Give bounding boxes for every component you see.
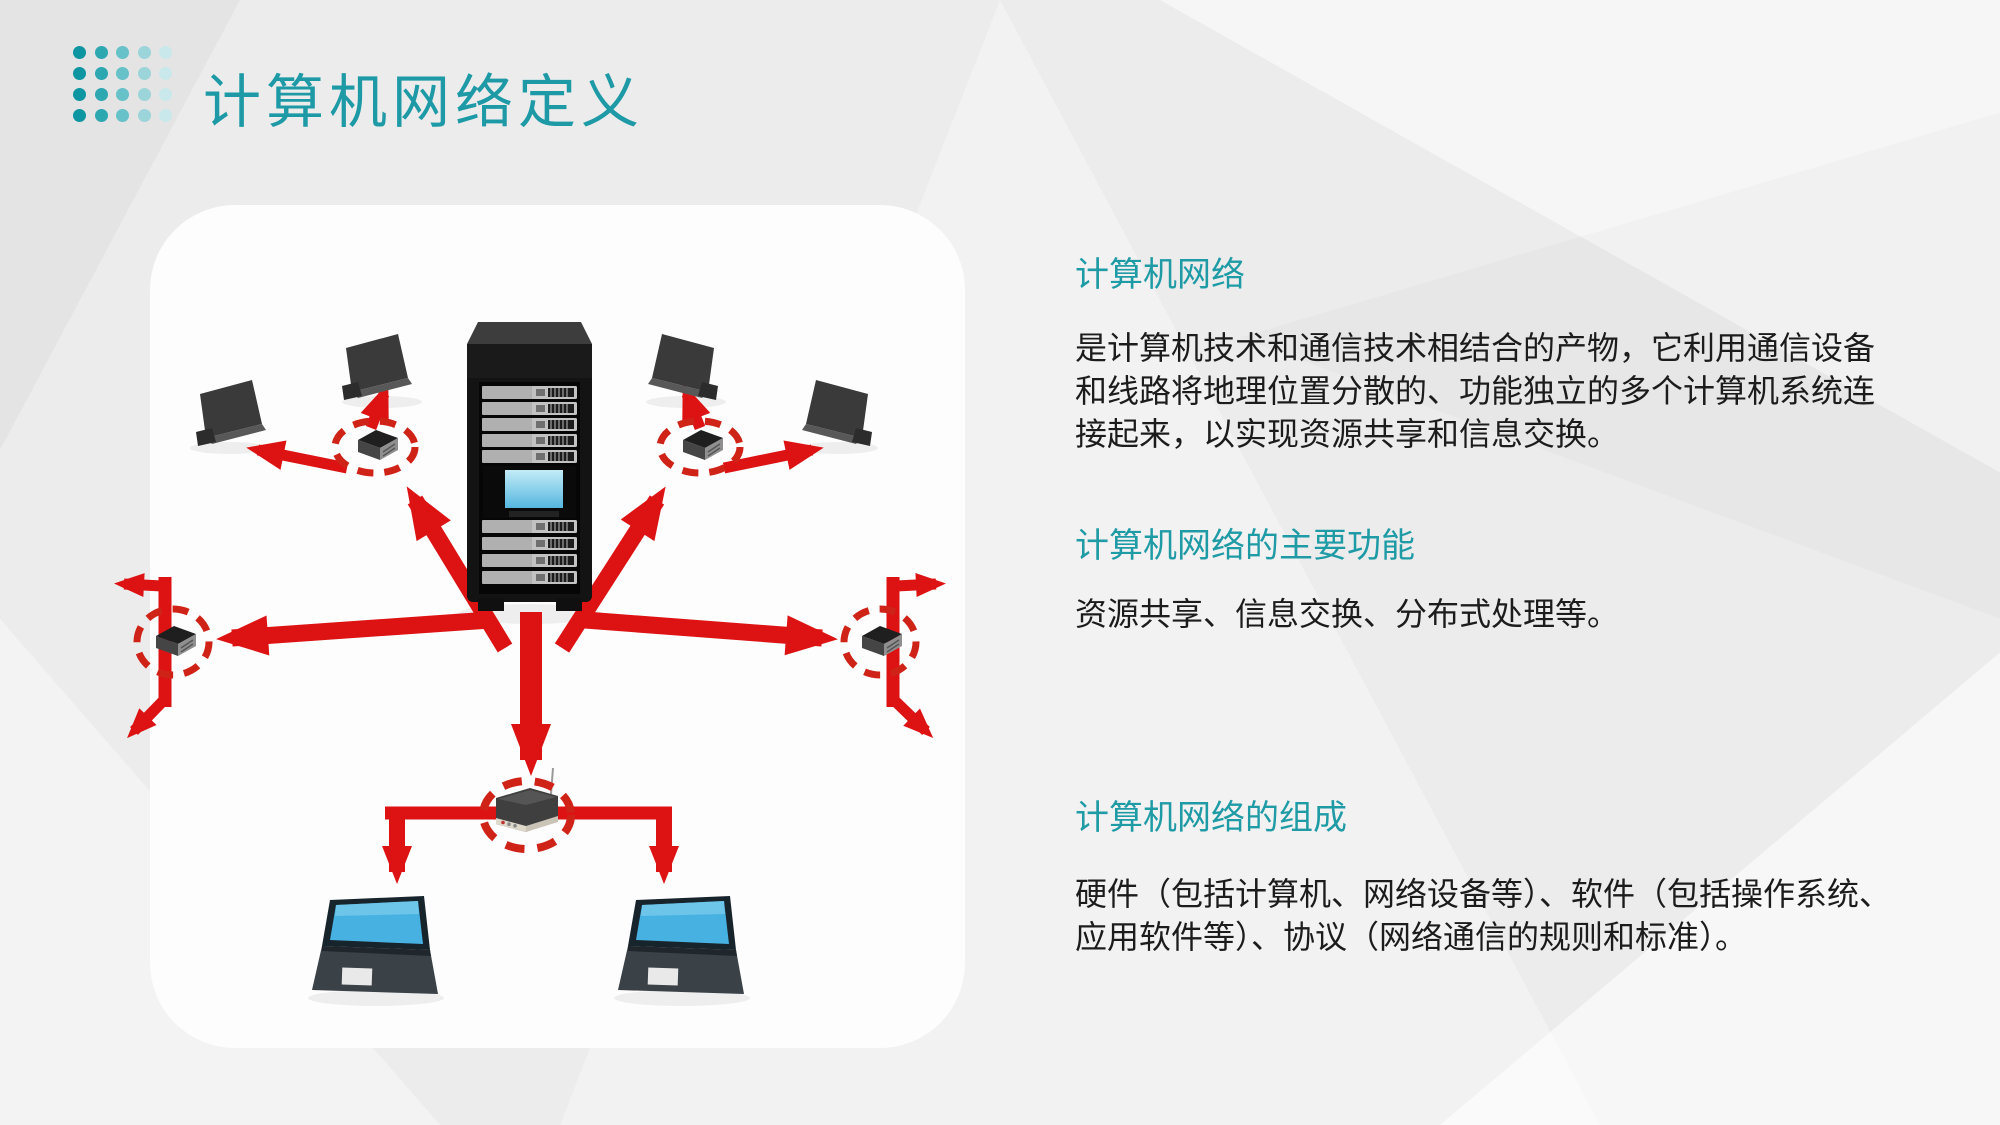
arrow-server-to-right-hub — [554, 486, 666, 653]
logo-dot — [73, 88, 86, 101]
dashed-circle — [479, 777, 575, 853]
dashed-circle — [331, 417, 419, 477]
laptop-blue-icon — [618, 896, 744, 994]
arrow-midright-out — [890, 696, 934, 738]
arrow-hub-to-laptop — [246, 440, 349, 474]
logo-dot — [137, 67, 151, 80]
server-tower-icon — [467, 322, 592, 611]
logo-dot — [137, 46, 151, 59]
logo-dot — [159, 109, 172, 122]
dashed-circle — [840, 605, 920, 679]
logo-dot — [137, 88, 151, 101]
logo-dot — [73, 109, 86, 122]
router-icon — [357, 429, 399, 461]
arrow-server-to-midright — [584, 611, 838, 656]
router-icon — [682, 429, 724, 461]
logo-dot — [94, 88, 108, 101]
section-heading-definition: 计算机网络 — [1075, 257, 1245, 294]
section-body-functions: 资源共享、信息交换、分布式处理等。 — [1075, 596, 1620, 632]
red-arrow-group — [114, 382, 946, 884]
server-screen — [505, 470, 563, 508]
section-heading-composition: 计算机网络的组成 — [1075, 800, 1347, 837]
arrow-server-to-midleft — [216, 611, 491, 656]
section-body-composition: 硬件（包括计算机、网络设备等）、软件（包括操作系统、 应用软件等）、协议（网络通… — [1075, 876, 1892, 955]
arrow-hub-to-laptop — [681, 382, 711, 430]
arrow-hub-to-laptop — [360, 382, 390, 430]
logo-dot — [73, 67, 86, 80]
logo-dot — [116, 67, 129, 80]
logo-dot — [94, 46, 108, 59]
dashed-circle-group — [133, 417, 920, 853]
arrow-midright-out — [895, 573, 946, 597]
laptop-icon — [802, 380, 872, 446]
router-icon — [495, 767, 559, 833]
logo-dot-grid-icon — [73, 46, 172, 122]
logo-dot — [73, 46, 86, 59]
section-body-definition: 是计算机技术和通信技术相结合的产物，它利用通信设备 和线路将地理位置分散的、功能… — [1075, 330, 1876, 452]
arrow-midleft-out — [127, 696, 168, 739]
logo-dot — [94, 109, 108, 122]
laptop-icon — [648, 334, 718, 400]
dashed-circle — [133, 605, 213, 679]
dashed-circle — [656, 417, 744, 477]
laptop-blue-icon — [312, 896, 438, 994]
arrow-midleft-out — [114, 573, 163, 598]
laptop-icon — [196, 380, 266, 446]
logo-dot — [159, 88, 172, 101]
page-title: 计算机网络定义 — [203, 70, 645, 135]
section-heading-functions: 计算机网络的主要功能 — [1075, 528, 1415, 565]
logo-dot — [159, 67, 172, 80]
logo-dot — [116, 88, 129, 101]
laptop-icon — [342, 334, 412, 400]
network-diagram-image — [114, 322, 946, 1006]
arrow-hub-to-laptop — [722, 440, 824, 474]
logo-dot — [116, 46, 129, 59]
logo-dot — [137, 109, 151, 122]
logo-dot — [159, 46, 172, 59]
logo-dot — [116, 109, 129, 122]
logo-dot — [94, 67, 108, 80]
